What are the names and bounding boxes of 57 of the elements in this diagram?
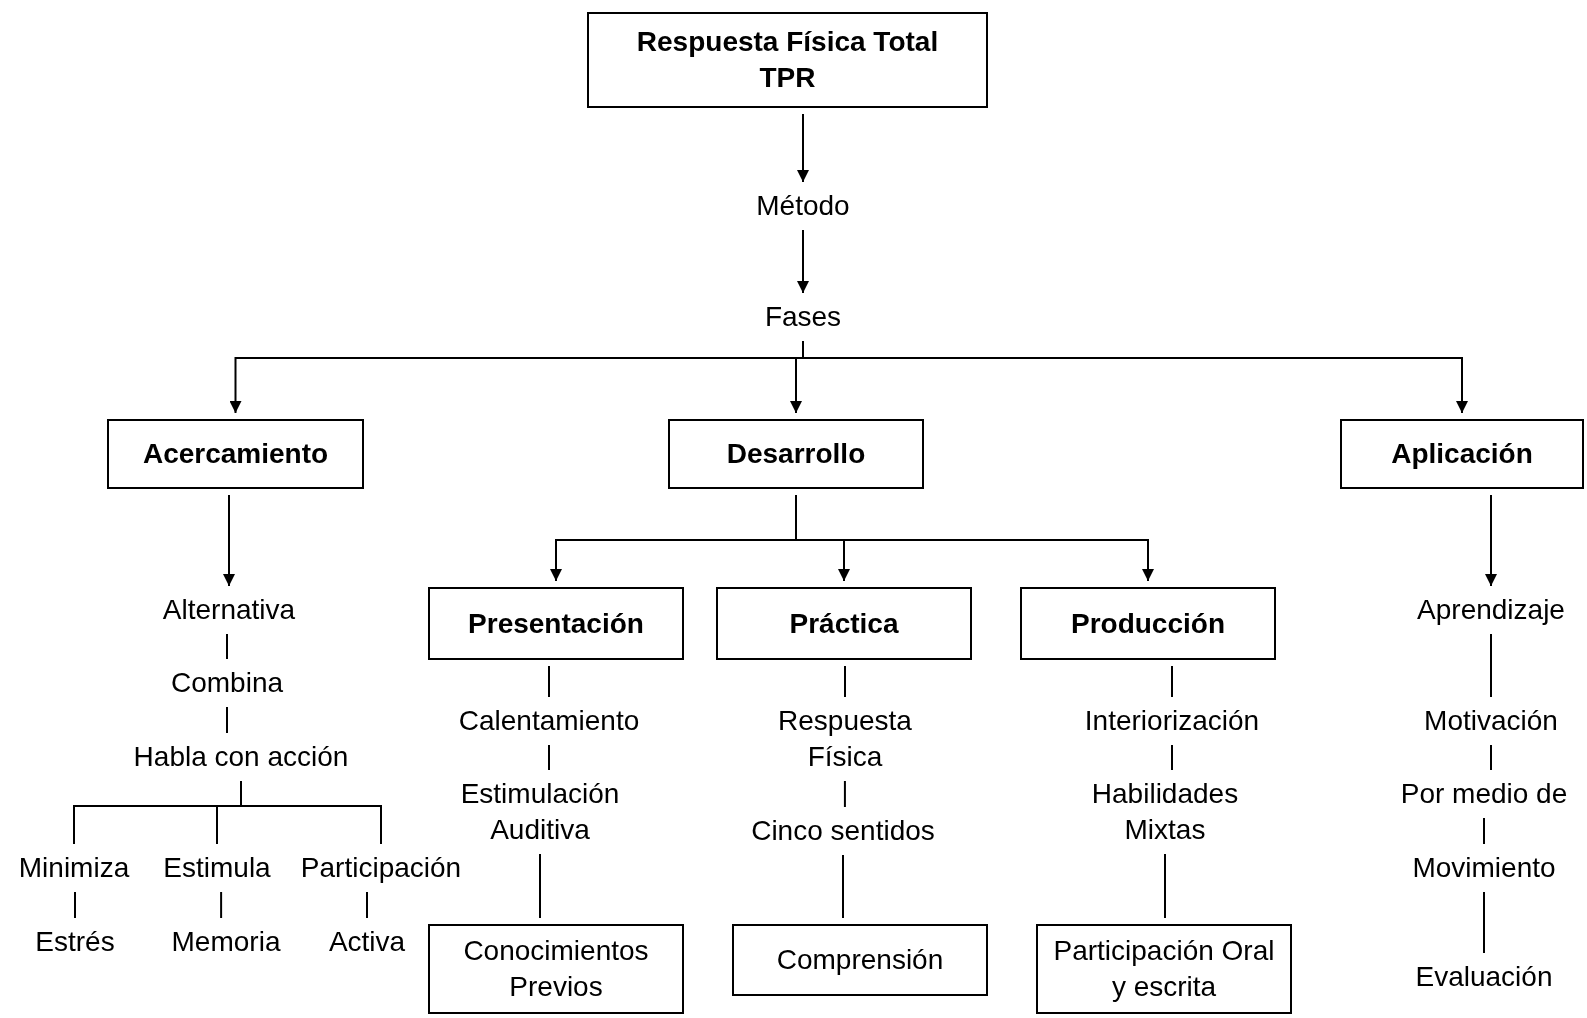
concept-text: Estimulación Auditiva [440, 776, 640, 848]
connector-line [1171, 744, 1173, 771]
arrow [797, 229, 809, 294]
connector-line [844, 665, 846, 698]
concept-text: Motivación [1424, 703, 1558, 739]
concept-box: Desarrollo [668, 419, 924, 489]
connector-line [226, 706, 228, 734]
concept-text: Método [756, 188, 850, 224]
concept-text: Por medio de [1400, 776, 1568, 812]
concept-text: Habilidades Mixtas [1065, 776, 1265, 848]
concept-text: Movimiento [1412, 850, 1556, 886]
concept-box: Participación Oral y escrita [1036, 924, 1292, 1014]
concept-text: Combina [170, 665, 284, 701]
connector-line [548, 665, 550, 698]
arrow [797, 113, 809, 183]
concept-text: Aprendizaje [1417, 592, 1565, 628]
arrow [795, 494, 1154, 582]
concept-box: Respuesta Física Total TPR [587, 12, 988, 108]
connector-line [1490, 633, 1492, 698]
concept-text: Estimula [163, 850, 271, 886]
concept-text: Estrés [35, 924, 115, 960]
concept-text: Respuesta Física [755, 703, 935, 775]
concept-box: Producción [1020, 587, 1276, 660]
arrow [223, 494, 235, 587]
concept-text: Cinco sentidos [751, 813, 935, 849]
connector-line [1164, 853, 1166, 919]
concept-text: Activa [328, 924, 406, 960]
concept-box: Conocimientos Previos [428, 924, 684, 1014]
arrow [802, 340, 1468, 414]
connector-line [74, 891, 76, 919]
connector-line [220, 891, 223, 919]
concept-text: Interiorización [1084, 703, 1260, 739]
connector-line [548, 744, 550, 771]
connector-line [843, 780, 846, 808]
concept-text: Evaluación [1415, 959, 1553, 995]
concept-box: Práctica [716, 587, 972, 660]
connector-line [226, 633, 228, 660]
concept-box: Aplicación [1340, 419, 1584, 489]
concept-box: Comprensión [732, 924, 988, 996]
connector-line [1490, 744, 1492, 771]
arrow [1485, 494, 1497, 587]
concept-text: Alternativa [162, 592, 296, 628]
connector-line [366, 891, 368, 919]
concept-text: Fases [764, 299, 842, 335]
connector-line [240, 780, 382, 845]
concept-text: Calentamiento [458, 703, 640, 739]
connector-line [842, 854, 844, 919]
concept-box: Acercamiento [107, 419, 364, 489]
connector-line [539, 853, 541, 919]
connector-line [1483, 891, 1485, 954]
connector-line [1483, 817, 1485, 845]
concept-box: Presentación [428, 587, 684, 660]
concept-text: Participación [300, 850, 462, 886]
concept-text: Minimiza [18, 850, 130, 886]
connector-line [1171, 665, 1173, 698]
concept-text: Memoria [171, 924, 281, 960]
concept-text: Habla con acción [133, 739, 349, 775]
